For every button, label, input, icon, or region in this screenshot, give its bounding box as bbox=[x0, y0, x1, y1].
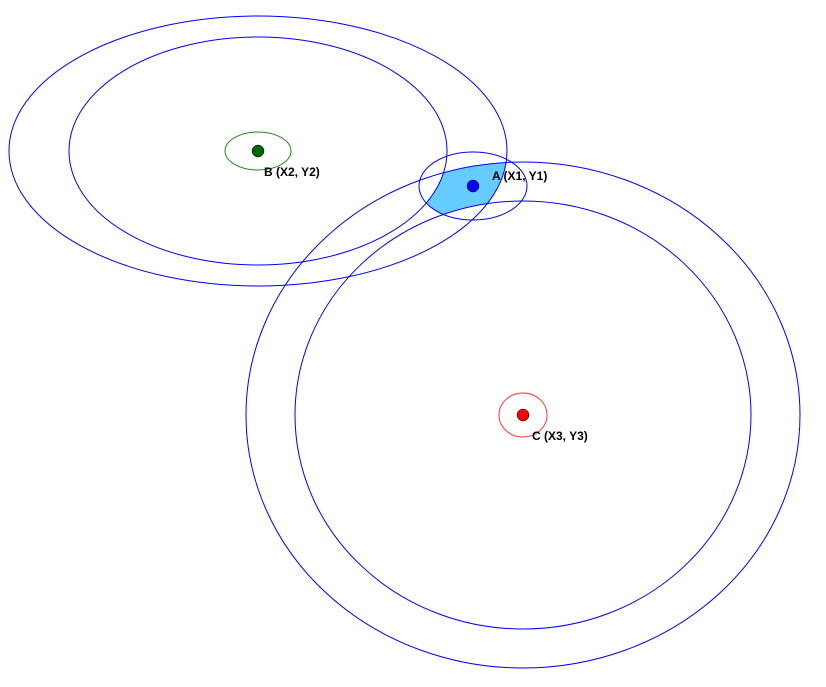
label-a: A (X1, Y1) bbox=[492, 169, 547, 183]
label-b: B (X2, Y2) bbox=[264, 165, 320, 179]
c-error-circle bbox=[498, 392, 548, 438]
point-b bbox=[251, 144, 265, 158]
c-inner-ring bbox=[294, 200, 752, 630]
point-c bbox=[516, 408, 530, 422]
point-a bbox=[466, 179, 480, 193]
b-outer-ring bbox=[8, 15, 508, 287]
b-inner-ring bbox=[68, 36, 448, 266]
b-error-ellipse bbox=[224, 131, 292, 171]
c-outer-ring bbox=[245, 161, 801, 669]
a-error-ellipse bbox=[418, 151, 528, 221]
label-c: C (X3, Y3) bbox=[532, 429, 588, 443]
